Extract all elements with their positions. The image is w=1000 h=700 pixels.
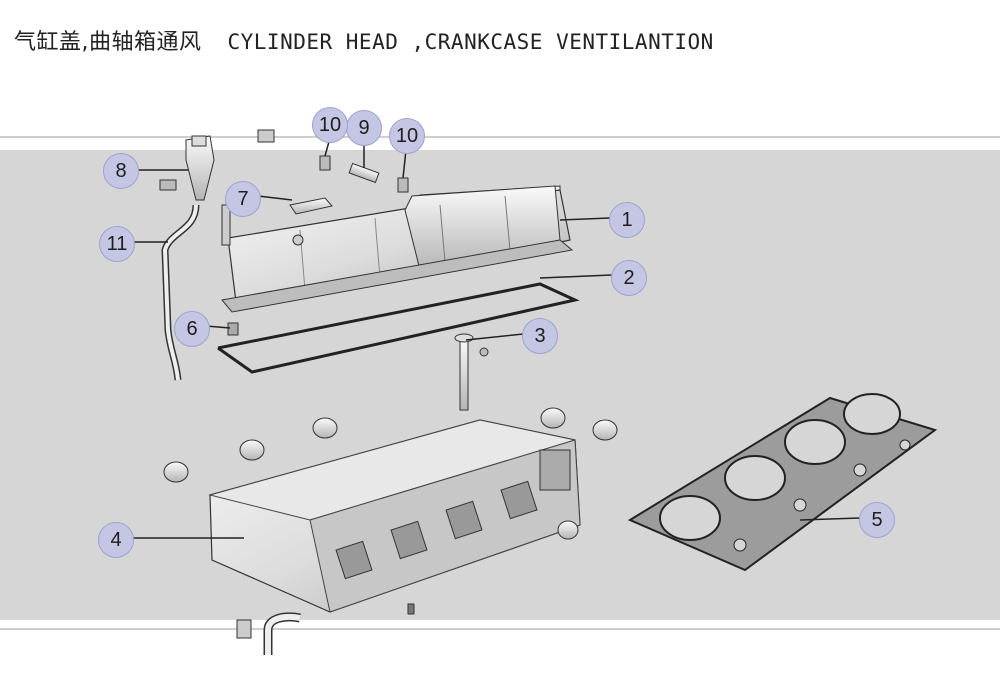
callout-5: 5 xyxy=(859,502,895,538)
top-rule xyxy=(0,136,1000,138)
callout-9: 9 xyxy=(346,110,382,146)
title-chinese: 气缸盖,曲轴箱通风 xyxy=(14,30,202,55)
bolt-part xyxy=(454,333,489,411)
callout-10-left: 10 xyxy=(312,107,348,143)
callout-1: 1 xyxy=(609,202,645,238)
screw-part xyxy=(227,322,239,336)
breather-valve-part xyxy=(159,129,275,201)
callout-11: 11 xyxy=(99,226,135,262)
title-english: CYLINDER HEAD ,CRANKCASE VENTILANTION xyxy=(227,30,714,54)
cylinder-head-part xyxy=(208,419,581,613)
callout-10-right: 10 xyxy=(389,118,425,154)
callout-8: 8 xyxy=(103,153,139,189)
cover-gasket-part xyxy=(217,282,580,374)
page-title: 气缸盖,曲轴箱通风 CYLINDER HEAD ,CRANKCASE VENTIL… xyxy=(14,24,714,56)
elbow-part xyxy=(236,603,415,655)
callout-4: 4 xyxy=(98,522,134,558)
bottom-rule xyxy=(0,628,1000,630)
callout-2: 2 xyxy=(611,260,647,296)
callout-7: 7 xyxy=(225,181,261,217)
callout-6: 6 xyxy=(174,311,210,347)
head-gasket-part xyxy=(627,393,938,572)
valve-cover-part xyxy=(221,185,574,313)
core-plug-parts xyxy=(163,407,618,540)
callout-3: 3 xyxy=(522,318,558,354)
leader-lines xyxy=(132,137,861,539)
